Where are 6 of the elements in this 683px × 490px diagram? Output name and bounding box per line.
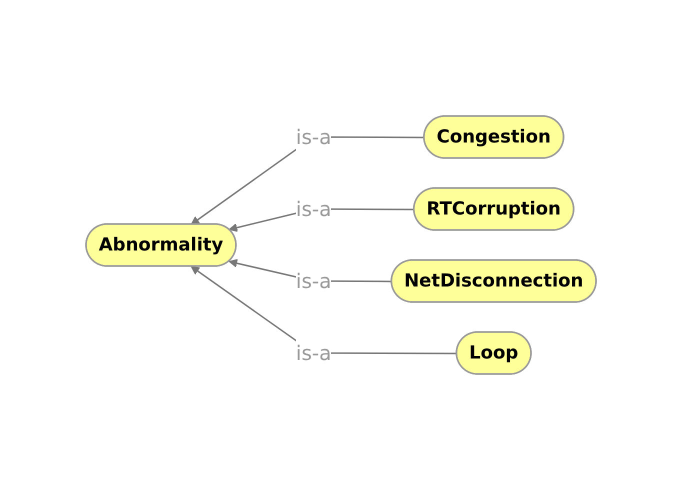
- edge-label: is-a: [296, 340, 332, 365]
- edge-label: is-a: [296, 196, 332, 221]
- edge-label: is-a: [296, 125, 332, 149]
- arrow: [191, 136, 425, 225]
- edge-label: is-a: [296, 268, 332, 293]
- arrow: [191, 266, 458, 354]
